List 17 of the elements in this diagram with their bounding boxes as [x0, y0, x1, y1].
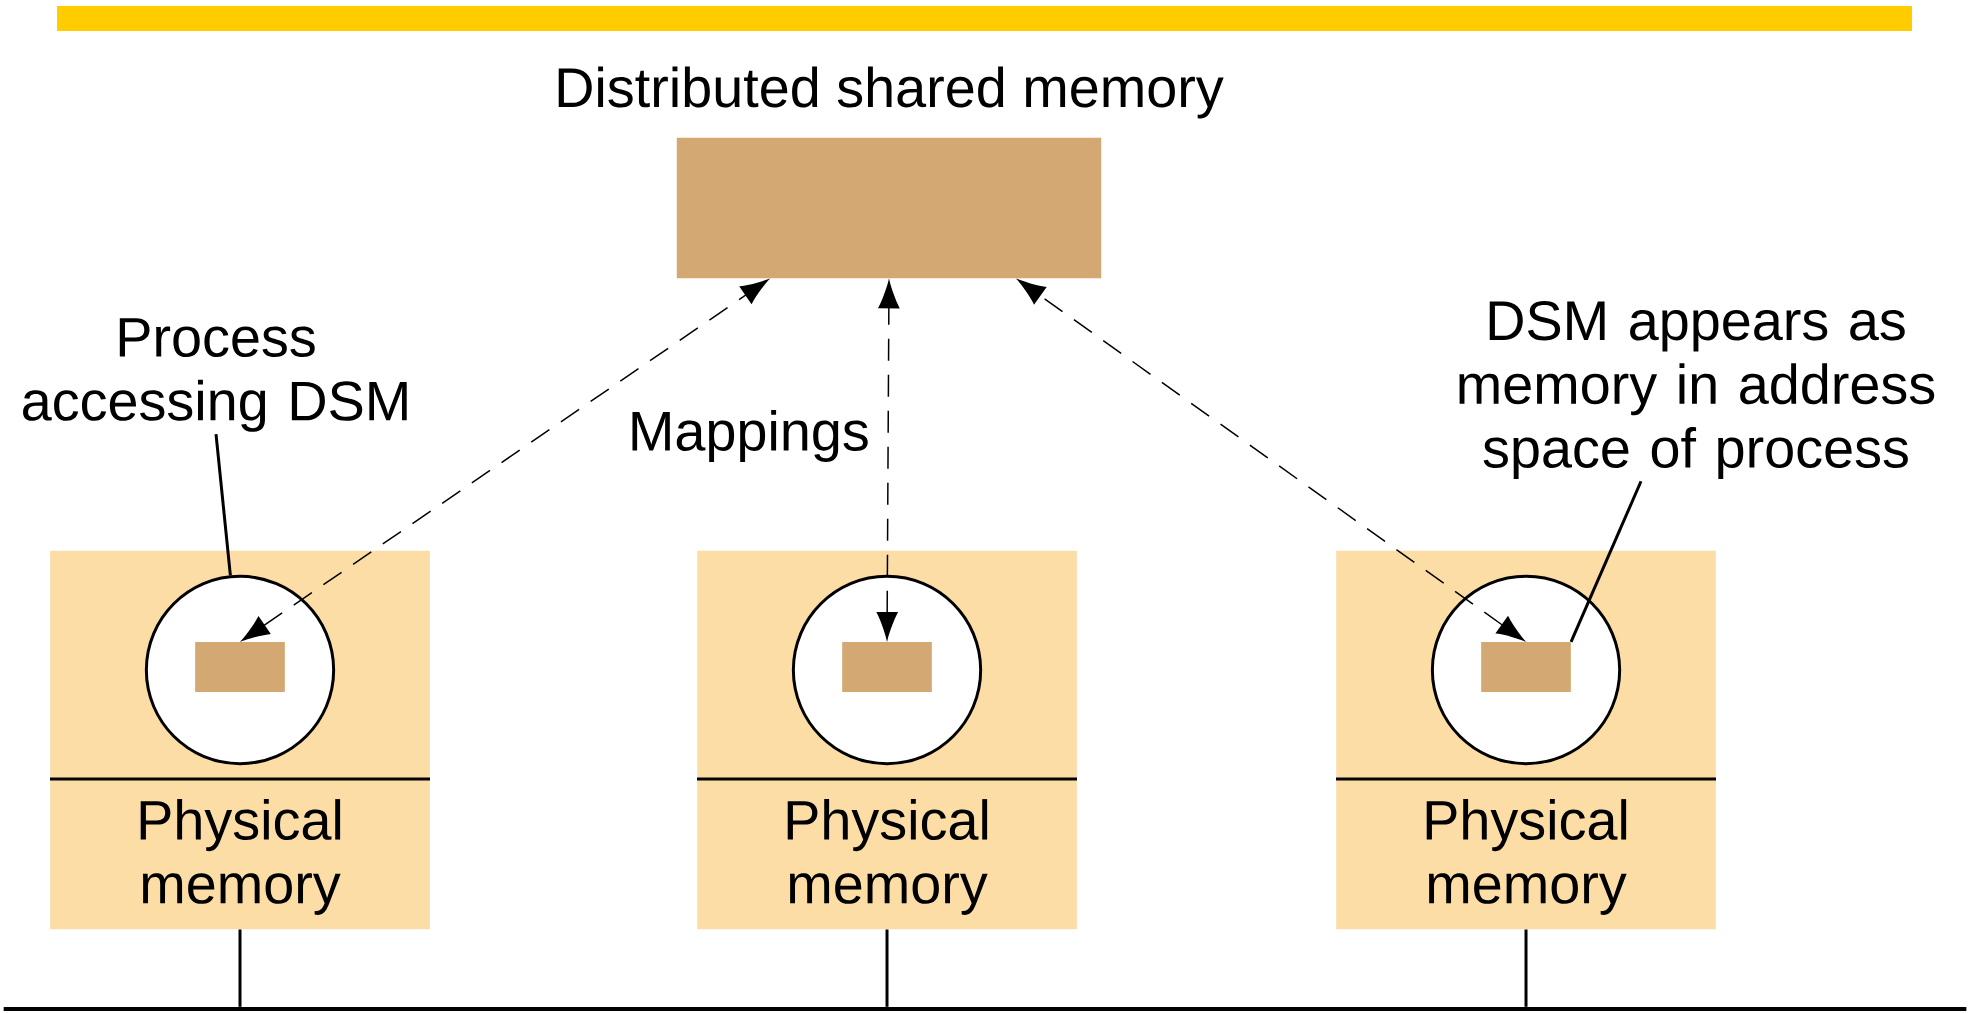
leader-line: [214, 433, 232, 576]
memory-region: [1481, 642, 1571, 692]
dashed-arrow: [241, 279, 769, 641]
mapping-label: Mappings: [632, 410, 868, 462]
callout-text: Process accessing DSM: [23, 318, 407, 432]
dashed-arrow: [1017, 279, 1525, 641]
connector-line: [238, 929, 242, 1007]
network-bus: [3, 1007, 1967, 1011]
connector-line: [1524, 929, 1528, 1007]
callout-text: DSM appears as memory in address space of process: [1459, 301, 1935, 480]
memory-region: [842, 642, 932, 692]
leader-line: [1569, 480, 1643, 643]
dashed-arrow: [876, 280, 900, 640]
memory-region: [195, 642, 285, 692]
node-label: Distributed shared memory: [558, 66, 1224, 119]
memory-box: Distributed shared memory: [558, 66, 1224, 279]
connector-line: [885, 929, 889, 1007]
